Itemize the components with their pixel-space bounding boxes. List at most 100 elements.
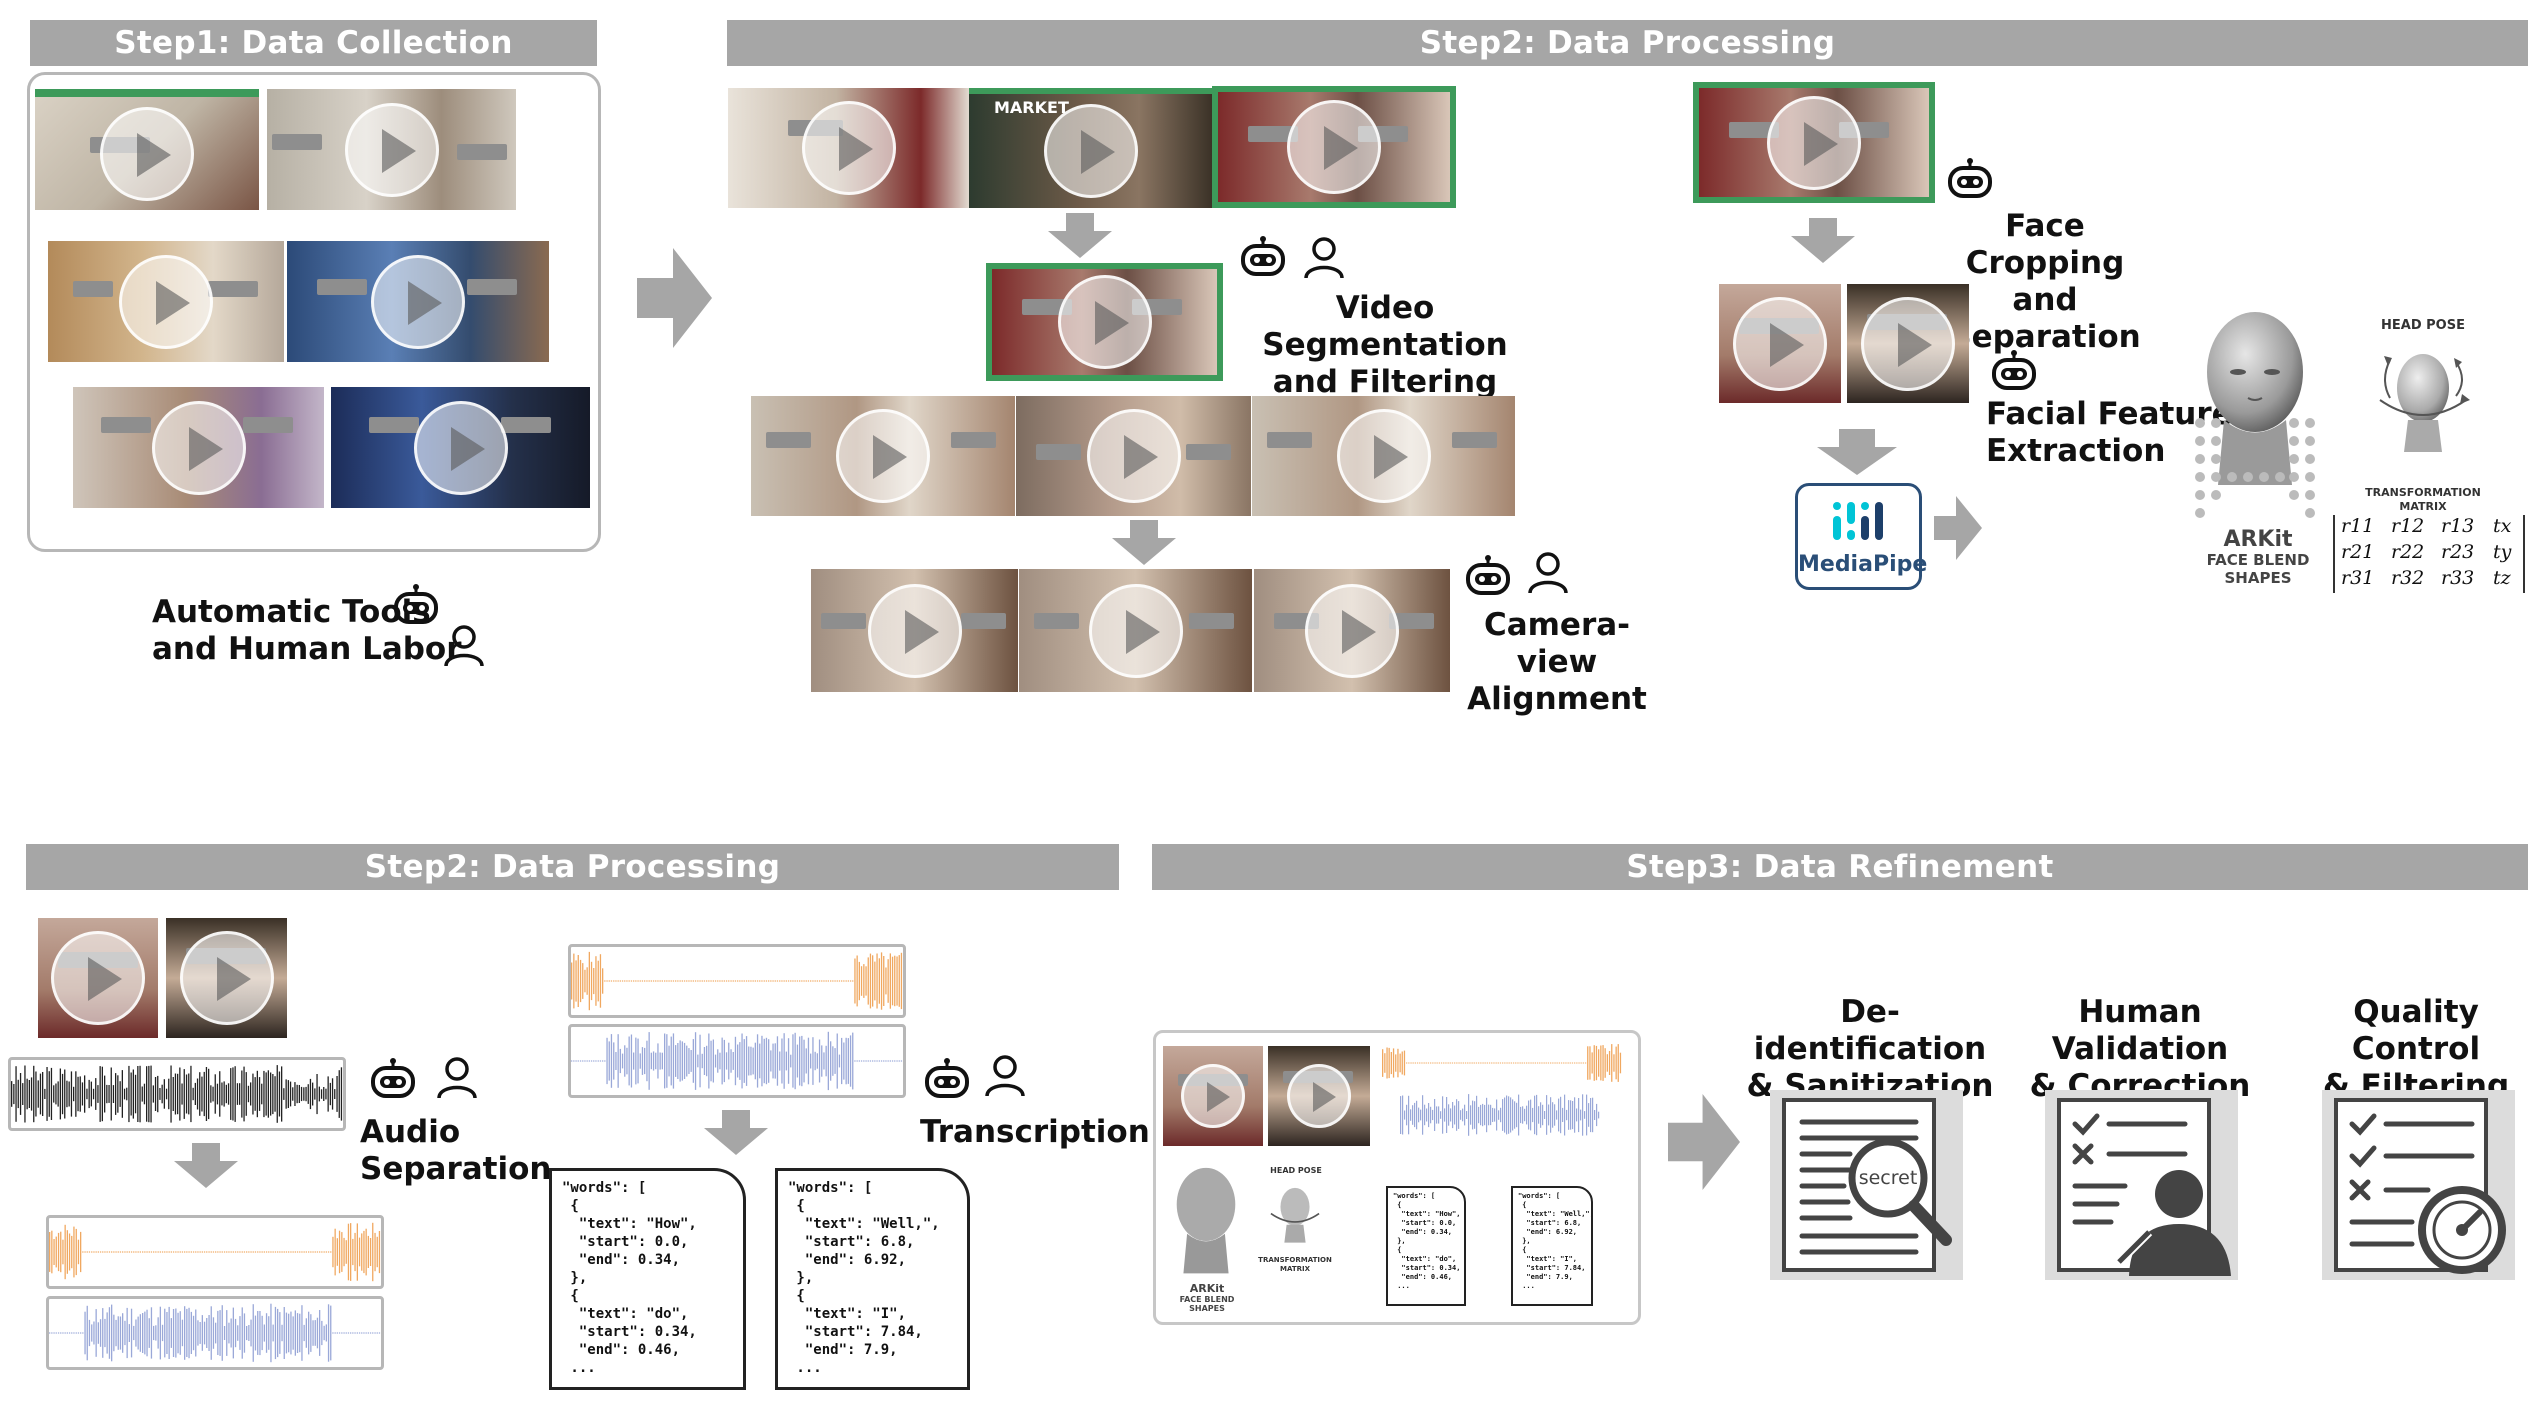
waveform-bar <box>142 1251 144 1253</box>
play-icon[interactable] <box>413 400 508 495</box>
play-icon[interactable] <box>1767 95 1861 190</box>
waveform-bar <box>250 1082 252 1106</box>
waveform-bar <box>108 1307 111 1359</box>
waveform-bar <box>254 1315 257 1351</box>
play-icon[interactable] <box>51 931 145 1025</box>
face-crop-thumbnail[interactable] <box>1163 1046 1263 1146</box>
waveform-bar <box>852 980 854 982</box>
play-icon[interactable] <box>867 583 962 678</box>
play-icon[interactable] <box>100 106 194 201</box>
waveform-bar <box>1444 1108 1446 1122</box>
waveform-bar <box>812 980 814 982</box>
waveform-bar <box>97 1322 99 1344</box>
video-thumbnail[interactable] <box>1212 86 1456 208</box>
waveform-bar <box>1416 1062 1419 1064</box>
play-icon[interactable] <box>344 102 439 197</box>
video-thumbnail[interactable] <box>35 89 259 210</box>
waveform-bar <box>1568 1100 1570 1130</box>
play-icon[interactable] <box>1287 100 1381 194</box>
waveform-bar <box>157 1317 159 1349</box>
video-thumbnail[interactable] <box>1252 396 1515 516</box>
transcript-json: "words": [ { "text": "Well,", "start": 6… <box>1511 1186 1593 1306</box>
waveform-bar <box>212 1086 214 1102</box>
face-crop-thumbnail[interactable] <box>166 918 287 1038</box>
waveform-bar <box>33 1065 35 1123</box>
waveform-bar <box>633 1052 635 1070</box>
waveform-bar <box>1434 1062 1436 1064</box>
waveform-bar <box>168 1251 170 1253</box>
video-thumbnail[interactable] <box>1693 82 1935 203</box>
waveform-bar <box>319 1251 321 1253</box>
play-icon[interactable] <box>801 101 896 195</box>
waveform-bar <box>252 1304 254 1362</box>
play-icon[interactable] <box>119 254 213 349</box>
waveform-bar <box>679 1040 681 1082</box>
waveform-bar <box>338 1070 340 1118</box>
play-icon[interactable] <box>836 409 930 503</box>
play-icon[interactable] <box>1086 409 1181 503</box>
waveform-bar <box>1475 1062 1478 1064</box>
waveform-bar <box>854 958 856 1004</box>
waveform-bar <box>325 1251 327 1253</box>
face-crop-thumbnail[interactable] <box>1719 284 1841 403</box>
play-icon[interactable] <box>1043 104 1138 198</box>
waveform-bar <box>274 1076 276 1112</box>
play-icon[interactable] <box>1861 296 1955 391</box>
face-crop-thumbnail[interactable] <box>1268 1046 1370 1146</box>
video-thumbnail[interactable] <box>986 263 1223 381</box>
video-thumbnail[interactable] <box>1254 569 1450 692</box>
waveform-bar <box>289 1081 292 1107</box>
play-icon[interactable] <box>151 400 246 495</box>
waveform-bar <box>801 980 803 982</box>
waveform-bar <box>597 960 599 1002</box>
waveform-bar <box>719 980 721 982</box>
play-icon[interactable] <box>1088 583 1183 678</box>
waveform-bar <box>336 1076 338 1112</box>
face-crop-thumbnail[interactable] <box>1847 284 1969 403</box>
waveform-bar <box>1548 1104 1550 1126</box>
video-thumbnail[interactable] <box>73 387 324 508</box>
play-icon[interactable] <box>1305 583 1399 678</box>
video-thumbnail[interactable] <box>267 89 516 210</box>
waveform-bar <box>677 980 679 982</box>
speaker-b-waveform <box>46 1296 384 1370</box>
play-icon[interactable] <box>1057 275 1152 369</box>
video-thumbnail[interactable] <box>287 241 549 362</box>
waveform-bar <box>161 1084 163 1104</box>
waveform-bar <box>270 1303 272 1363</box>
waveform-bar <box>1526 1062 1528 1064</box>
video-thumbnail[interactable] <box>331 387 590 508</box>
play-icon[interactable] <box>1336 409 1431 503</box>
video-thumbnail[interactable] <box>48 241 284 362</box>
waveform-bar <box>265 1072 267 1116</box>
waveform-bar <box>823 980 825 982</box>
play-icon[interactable] <box>179 931 274 1025</box>
video-thumbnail[interactable] <box>1019 569 1252 692</box>
waveform-bar <box>261 1083 263 1105</box>
secret-badge: secret <box>1859 1167 1918 1189</box>
waveform-bar <box>338 1230 341 1274</box>
waveform-bar <box>270 1072 272 1116</box>
waveform-bar <box>586 1060 588 1062</box>
waveform-bar <box>666 980 668 982</box>
video-thumbnail[interactable]: MARKET <box>969 88 1212 208</box>
face-crop-thumbnail[interactable] <box>38 918 158 1038</box>
waveform-bar <box>122 1251 124 1253</box>
waveform-bar <box>816 1053 818 1069</box>
waveform-bar <box>1587 1046 1589 1080</box>
play-icon[interactable] <box>371 254 465 349</box>
play-icon[interactable] <box>1733 296 1827 391</box>
video-thumbnail[interactable] <box>1016 396 1251 516</box>
waveform-bar <box>1484 1104 1486 1126</box>
video-thumbnail[interactable] <box>728 88 969 208</box>
play-icon[interactable] <box>1287 1064 1351 1128</box>
waveform-bar <box>226 1310 228 1356</box>
video-thumbnail[interactable] <box>811 569 1018 692</box>
video-thumbnail[interactable] <box>751 396 1015 516</box>
document-search-icon: secret <box>1782 1098 1952 1272</box>
waveform-bar <box>135 1251 137 1253</box>
play-icon[interactable] <box>1181 1064 1245 1128</box>
waveform-bar <box>768 980 770 982</box>
waveform-bar <box>617 980 619 982</box>
waveform-bar <box>679 980 681 982</box>
